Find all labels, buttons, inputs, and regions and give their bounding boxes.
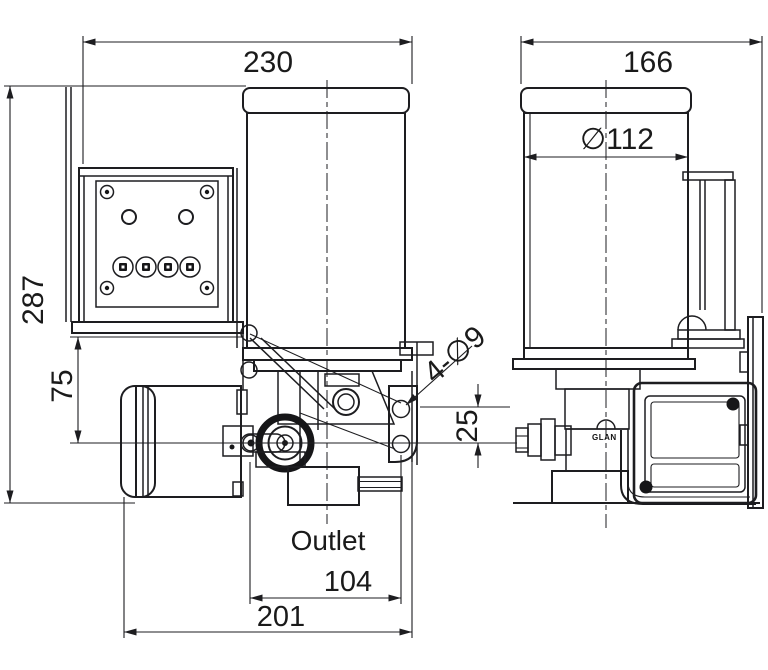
dome-cap — [677, 315, 707, 331]
control-panel — [95, 180, 219, 308]
outlet-label-text: Outlet — [291, 525, 366, 556]
dimension-base-length: 201 — [123, 462, 413, 638]
box-screw-icon — [726, 397, 740, 411]
indicator-lamp-icons — [121, 209, 194, 225]
dimension-reservoir-diameter: ∅112 — [524, 123, 688, 161]
dim-text-230: 230 — [243, 46, 293, 79]
dimension-outlet-offset: 104 — [249, 455, 402, 604]
dimension-box-to-outlet: 75 — [46, 336, 517, 444]
pivot-pin-hole — [240, 324, 258, 342]
hole-callout-text: 4-∅9 — [418, 320, 492, 390]
side-view: GLAN — [512, 80, 764, 528]
dim-text-25: 25 — [451, 409, 484, 442]
dimension-hole-pitch: 25 — [420, 384, 510, 468]
terminal-box — [222, 425, 254, 457]
motor-front — [120, 385, 254, 498]
back-plate — [65, 87, 244, 390]
mounting-hole — [391, 399, 411, 419]
dim-text-112: ∅112 — [580, 123, 654, 156]
mounting-bracket — [388, 385, 418, 463]
pump-mechanism-side: GLAN — [513, 368, 760, 504]
front-view — [65, 80, 434, 524]
wall-mount-plate — [739, 316, 764, 509]
reservoir-front — [242, 80, 410, 524]
outlet-block — [287, 466, 360, 506]
outlet-label: Outlet — [291, 525, 366, 556]
mounting-hole — [391, 434, 411, 454]
dimensions: 230 166 287 75 25 — [4, 36, 763, 638]
dim-text-287: 287 — [17, 275, 50, 325]
side-pipe — [357, 476, 403, 492]
panel-screw-icons — [99, 184, 215, 296]
dimension-front-width: 230 — [82, 36, 413, 164]
dim-text-201: 201 — [257, 601, 305, 633]
dim-text-104: 104 — [324, 566, 372, 598]
pump-port — [332, 388, 360, 416]
dim-text-75: 75 — [46, 369, 79, 402]
pump-flange-side — [512, 347, 696, 370]
pivot-pin-hole — [240, 361, 258, 379]
dimension-side-width: 166 — [520, 36, 763, 313]
rear-rail — [671, 171, 745, 349]
part-marking-label: GLAN — [592, 433, 617, 442]
dim-text-166: 166 — [623, 46, 673, 79]
control-box — [71, 167, 244, 334]
dimension-height: 287 — [4, 85, 246, 504]
hex-fitting — [515, 418, 572, 461]
junction-box — [620, 381, 758, 505]
pump-mechanism-front — [240, 324, 418, 506]
panel-button-icons — [112, 256, 201, 278]
pump-foot — [551, 470, 629, 504]
box-screw-icon — [639, 480, 653, 494]
